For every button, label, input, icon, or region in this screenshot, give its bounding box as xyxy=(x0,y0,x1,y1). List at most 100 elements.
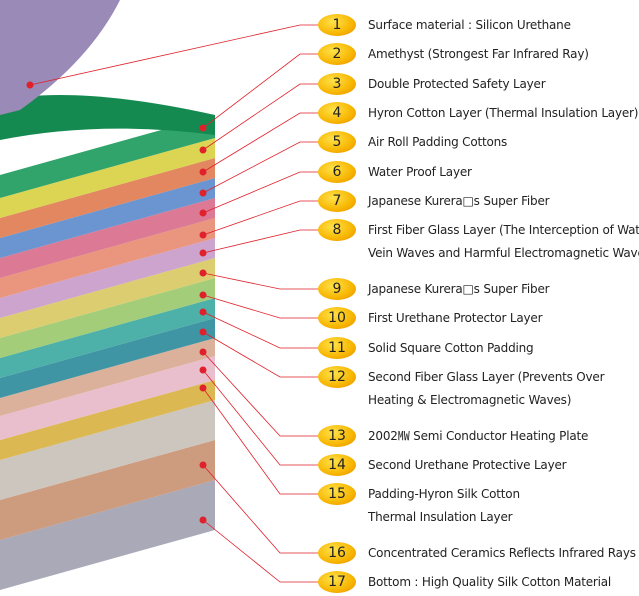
leader-line xyxy=(202,112,318,173)
layer-label: Concentrated Ceramics Reflects Infrared … xyxy=(368,542,636,565)
layer-marker-dot xyxy=(199,384,207,392)
leader-line xyxy=(202,83,318,151)
layer-band xyxy=(0,298,215,378)
layer-label: Japanese Kurera□s Super Fiber xyxy=(368,190,550,213)
layer-marker-dot xyxy=(199,308,207,316)
label-line: Bottom : High Quality Silk Cotton Materi… xyxy=(368,575,612,589)
layer-band xyxy=(0,440,215,540)
number-badge: 16 xyxy=(318,542,356,564)
label-line: Thermal Insulation Layer xyxy=(368,510,513,524)
layer-label: Hyron Cotton Layer (Thermal Insulation L… xyxy=(368,102,638,125)
layer-marker-dot xyxy=(26,81,34,89)
green-top-layer xyxy=(0,95,215,140)
number-badge: 1 xyxy=(318,14,356,36)
layer-band xyxy=(0,318,215,398)
leader-line xyxy=(202,311,318,349)
layer-band xyxy=(0,115,215,198)
leader-line xyxy=(202,272,318,290)
label-line: Japanese Kurera□s Super Fiber xyxy=(368,194,550,208)
leader-line xyxy=(202,229,318,254)
layer-marker-dot xyxy=(199,146,207,154)
layer-label: Surface material : Silicon Urethane xyxy=(368,14,571,37)
layer-label: Double Protected Safety Layer xyxy=(368,73,546,96)
layer-marker-dot xyxy=(199,249,207,257)
layer-label: Amethyst (Strongest Far Infrared Ray) xyxy=(368,43,589,66)
layer-band xyxy=(0,356,215,440)
layer-label: 2002㎿ Semi Conductor Heating Plate xyxy=(368,425,588,448)
leader-line xyxy=(202,519,318,583)
label-line: Padding-Hyron Silk Cotton xyxy=(368,487,520,501)
layer-item-8: 8 First Fiber Glass Layer (The Intercepti… xyxy=(318,219,639,260)
layer-marker-dot xyxy=(199,291,207,299)
layer-item-17: 17 Bottom : High Quality Silk Cotton Mate… xyxy=(318,571,611,593)
layer-band xyxy=(0,338,215,416)
layer-band xyxy=(0,480,215,590)
layer-band xyxy=(0,400,215,500)
layer-item-5: 5 Air Roll Padding Cottons xyxy=(318,131,507,153)
label-line: Hyron Cotton Layer (Thermal Insulation L… xyxy=(368,106,639,120)
layer-label: Second Urethane Protective Layer xyxy=(368,454,567,477)
layer-marker-dot xyxy=(199,366,207,374)
layer-marker-dot xyxy=(199,348,207,356)
number-badge: 6 xyxy=(318,161,356,183)
number-badge: 11 xyxy=(318,337,356,359)
label-line: Japanese Kurera□s Super Fiber xyxy=(368,282,550,296)
label-line: Water Proof Layer xyxy=(368,165,472,179)
leader-line xyxy=(202,53,318,129)
layer-marker-dot xyxy=(199,189,207,197)
leader-line xyxy=(202,369,318,466)
layer-band xyxy=(0,278,215,358)
layer-label: First Fiber Glass Layer (The Interceptio… xyxy=(368,219,639,265)
layer-marker-dot xyxy=(199,168,207,176)
number-badge: 17 xyxy=(318,571,356,593)
leader-line xyxy=(202,464,318,554)
layer-band xyxy=(0,138,215,218)
label-line: Surface material : Silicon Urethane xyxy=(368,18,571,32)
layer-item-1: 1 Surface material : Silicon Urethane xyxy=(318,14,571,36)
layer-item-16: 16 Concentrated Ceramics Reflects Infrare… xyxy=(318,542,636,564)
label-line: First Fiber Glass Layer (The Interceptio… xyxy=(368,223,639,237)
label-line: Vein Waves and Harmful Electromagnetic W… xyxy=(368,246,639,260)
label-line: Double Protected Safety Layer xyxy=(368,77,546,91)
layer-item-2: 2 Amethyst (Strongest Far Infrared Ray) xyxy=(318,43,589,65)
number-badge: 10 xyxy=(318,307,356,329)
layer-item-10: 10 First Urethane Protector Layer xyxy=(318,307,543,330)
layer-label: First Urethane Protector Layer xyxy=(368,307,543,330)
number-badge: 3 xyxy=(318,73,356,95)
number-badge: 7 xyxy=(318,190,356,212)
number-badge: 2 xyxy=(318,43,356,65)
layer-marker-dot xyxy=(199,461,207,469)
number-badge: 13 xyxy=(318,425,356,447)
number-badge: 5 xyxy=(318,131,356,153)
leader-line xyxy=(29,24,318,86)
leader-line xyxy=(202,200,318,236)
number-badge: 9 xyxy=(318,278,356,300)
number-badge: 4 xyxy=(318,102,356,124)
layer-label: Air Roll Padding Cottons xyxy=(368,131,507,154)
layer-item-7: 7 Japanese Kurera□s Super Fiber xyxy=(318,190,550,213)
label-line: Concentrated Ceramics Reflects Infrared … xyxy=(368,546,636,560)
number-badge: 15 xyxy=(318,483,356,505)
layer-marker-dot xyxy=(199,209,207,217)
layer-band xyxy=(0,218,215,298)
label-line: Air Roll Padding Cottons xyxy=(368,135,508,149)
layer-item-3: 3 Double Protected Safety Layer xyxy=(318,73,546,96)
number-badge: 12 xyxy=(318,366,356,388)
label-line: Solid Square Cotton Padding xyxy=(368,341,534,355)
layer-label: Solid Square Cotton Padding xyxy=(368,337,534,360)
leader-line xyxy=(202,294,318,319)
layer-marker-dot xyxy=(199,516,207,524)
layer-marker-dot xyxy=(199,124,207,132)
layer-band xyxy=(0,380,215,460)
layer-label: Water Proof Layer xyxy=(368,161,472,184)
number-badge: 8 xyxy=(318,219,356,241)
layer-item-4: 4 Hyron Cotton Layer (Thermal Insulation … xyxy=(318,102,638,124)
leader-line xyxy=(202,351,318,437)
layer-marker-dot xyxy=(199,269,207,277)
leader-line xyxy=(202,171,318,214)
label-line: Second Urethane Protective Layer xyxy=(368,458,567,472)
